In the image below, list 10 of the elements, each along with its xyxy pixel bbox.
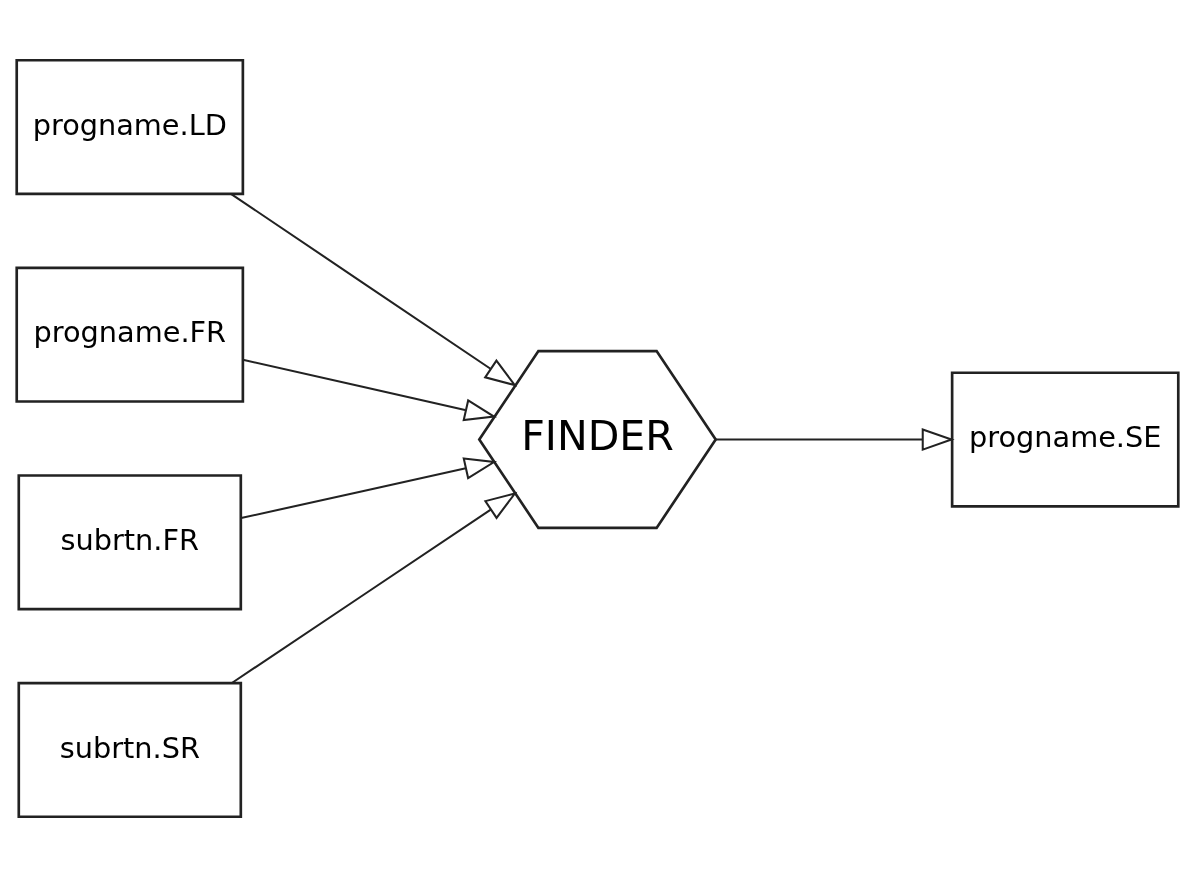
arrow (715, 428, 955, 452)
arrow (240, 457, 498, 520)
node-box: progname.FR (15, 266, 245, 403)
node-box: subrtn.FR (17, 474, 243, 611)
arrow (242, 358, 498, 422)
node-box: progname.LD (15, 58, 245, 196)
node-box: subrtn.SR (17, 681, 243, 819)
node-box: progname.SE (950, 371, 1180, 508)
arrow (231, 491, 518, 684)
arrow (230, 193, 518, 387)
